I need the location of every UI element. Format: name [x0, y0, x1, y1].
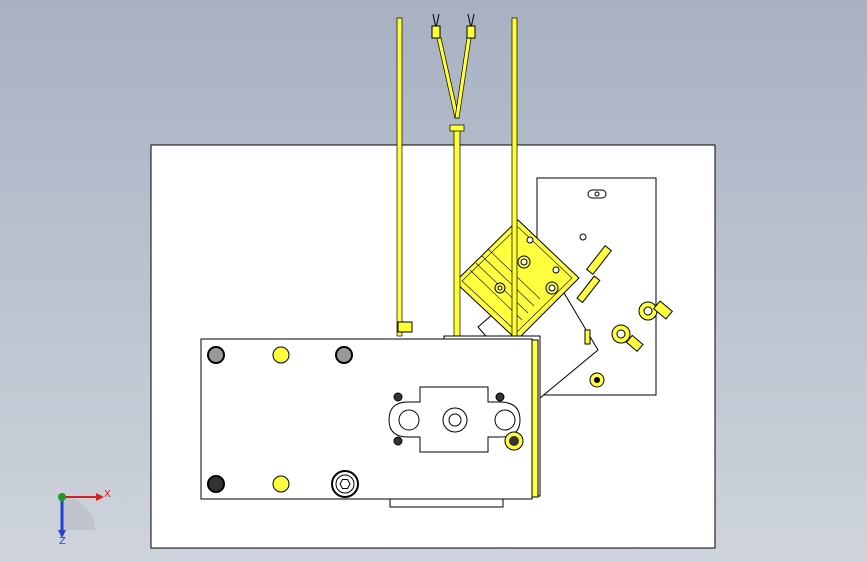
- x-axis-label: X: [104, 489, 111, 500]
- wire-harness[interactable]: [396, 13, 518, 337]
- main-block[interactable]: [200, 338, 533, 500]
- hole-bottom-middle[interactable]: [272, 475, 290, 493]
- hole-top-left[interactable]: [207, 346, 225, 364]
- hole-bottom-left[interactable]: [207, 475, 225, 493]
- bracket-screws[interactable]: [576, 245, 674, 388]
- hole-top-right[interactable]: [335, 346, 353, 364]
- z-axis-label: Z: [59, 536, 66, 547]
- hole-top-middle[interactable]: [272, 346, 290, 364]
- coordinate-triad: X Z: [58, 489, 111, 547]
